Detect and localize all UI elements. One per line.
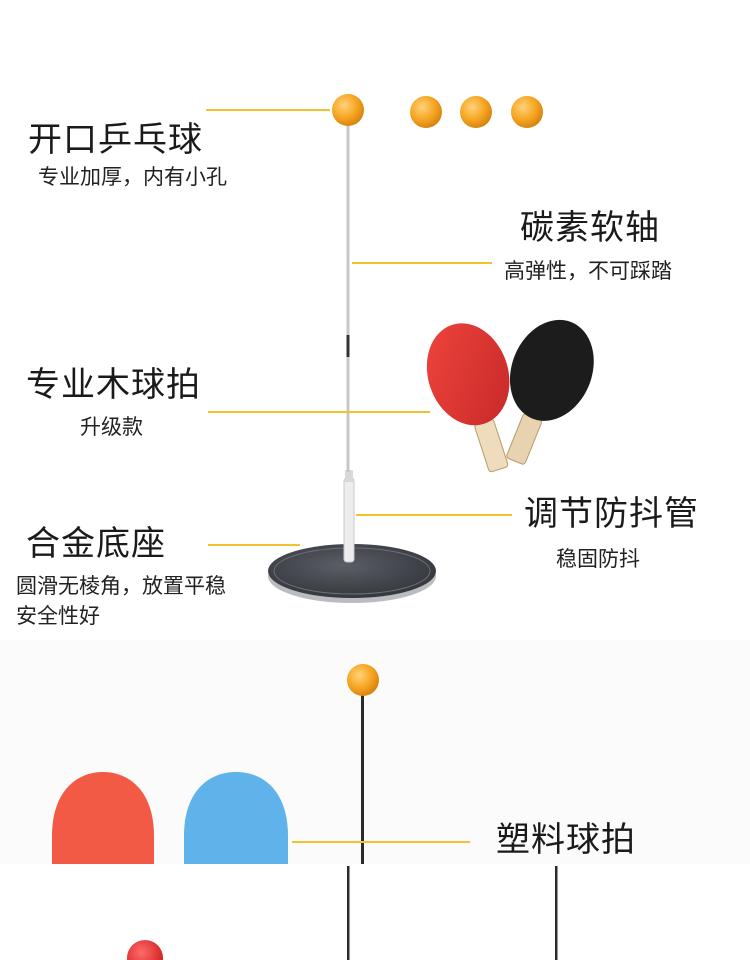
base-subtitle-line1: 圆滑无棱角，放置平稳 <box>16 574 226 598</box>
base-title: 合金底座 <box>26 524 166 564</box>
plastic-paddle-red-icon <box>52 772 154 864</box>
carbon-shaft-icon <box>346 120 350 472</box>
plastic-paddle-title: 塑料球拍 <box>496 820 636 860</box>
wooden-paddle-red-icon <box>426 323 510 473</box>
bottom-panel <box>0 864 750 960</box>
ball-title: 开口乒乓球 <box>28 120 203 160</box>
wooden-paddle-black-icon <box>506 319 594 465</box>
anti-shake-tube-icon <box>343 470 355 563</box>
ball-subtitle: 专业加厚，内有小孔 <box>38 165 227 189</box>
tube-title: 调节防抖管 <box>524 494 699 534</box>
plastic-paddle-blue-icon <box>184 772 288 864</box>
leader-lines <box>206 109 512 546</box>
shaft-title: 碳素软轴 <box>520 208 660 248</box>
paddle-title: 专业木球拍 <box>26 365 201 405</box>
bottom-shafts-icon <box>127 866 558 960</box>
shaft-subtitle: 高弹性，不可踩踏 <box>504 259 672 283</box>
plastic-trainer-icon <box>347 664 379 864</box>
ping-pong-ball-icon <box>332 94 364 126</box>
base-subtitle-line2: 安全性好 <box>16 604 100 628</box>
tube-subtitle: 稳固防抖 <box>556 547 640 571</box>
paddle-subtitle: 升级款 <box>80 415 143 439</box>
alloy-base-icon <box>268 544 436 603</box>
spare-balls-icon <box>410 96 543 128</box>
